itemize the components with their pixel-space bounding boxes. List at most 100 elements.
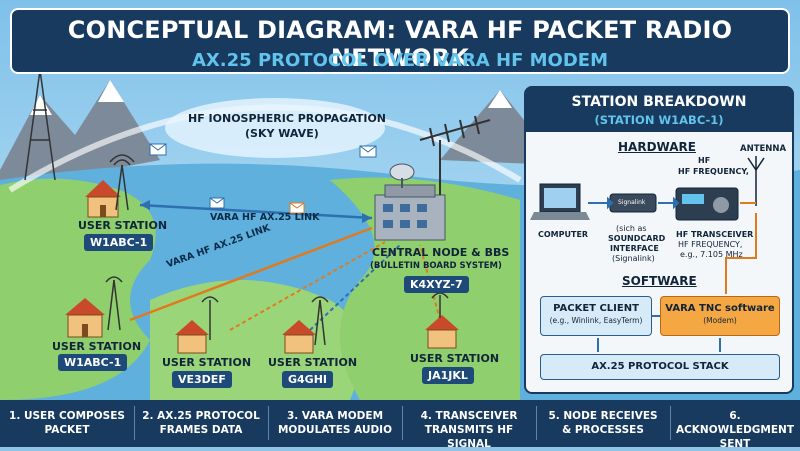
station-callsign: G4GHI <box>282 371 334 388</box>
step-divider <box>402 406 403 440</box>
panel-title: STATION BREAKDOWN <box>571 94 747 110</box>
node-subtitle: (BULLETIN BOARD SYSTEM) <box>370 261 502 271</box>
node-title: CENTRAL NODE & BBS <box>372 246 510 259</box>
station-label: USER STATION <box>52 340 142 353</box>
step-line-2: & PROCESSES <box>562 424 644 436</box>
title-banner: CONCEPTUAL DIAGRAM: VARA HF PACKET RADIO… <box>10 8 790 74</box>
envelope-icon <box>359 145 377 158</box>
link-label-1: VARA HF AX.25 LINK <box>210 212 320 223</box>
propagation-subtitle: (SKY WAVE) <box>245 127 319 140</box>
step-divider <box>670 406 671 440</box>
station-label: USER STATION <box>268 356 358 369</box>
step-line-2: PACKET <box>44 424 90 436</box>
step-item: 2. AX.25 PROTOCOL FRAMES DATA <box>136 409 266 437</box>
panel-header: STATION BREAKDOWN (STATION W1ABC-1) <box>526 88 792 132</box>
step-line-1: 4. TRANSCEIVER <box>420 410 518 422</box>
radio-mast-icon <box>201 296 219 340</box>
step-line-1: 6. ACKNOWLEDGMENT <box>675 410 795 436</box>
hf-frequency-label: HF FREQUENCY, <box>678 167 749 176</box>
house-icon <box>282 320 316 354</box>
radio-mast-icon <box>311 296 329 346</box>
radio-mast-icon <box>109 154 135 211</box>
packet-client-title: PACKET CLIENT <box>553 303 639 314</box>
hardware-drawing <box>530 156 765 352</box>
step-divider <box>134 406 135 440</box>
step-item: 4. TRANSCEIVER TRANSMITS HF SIGNAL <box>404 409 534 451</box>
process-steps-bar: 1. USER COMPOSES PACKET 2. AX.25 PROTOCO… <box>0 400 800 450</box>
antenna-icon <box>747 156 765 206</box>
ionosphere-cloud <box>165 98 385 158</box>
step-line-1: 5. NODE RECEIVES <box>548 410 658 422</box>
soundcard-line-1: (sich as <box>616 224 647 233</box>
house-icon <box>425 315 459 349</box>
house-icon <box>175 320 209 354</box>
transceiver-icon <box>675 187 739 221</box>
ax25-stack-label: AX.25 PROTOCOL STACK <box>591 361 729 372</box>
node-building-icon <box>374 184 446 241</box>
step-item: 6. ACKNOWLEDGMENT SENT <box>670 409 800 451</box>
step-line-1: 3. VARA MODEM <box>286 410 384 422</box>
node-callsign: K4XYZ-7 <box>404 276 469 293</box>
link-line-orange <box>229 241 386 331</box>
step-line-2: SENT <box>719 438 751 450</box>
laptop-icon <box>530 183 590 220</box>
envelope-icon <box>209 197 225 209</box>
link-line-blue <box>139 203 373 220</box>
transceiver-line-1: HF TRANSCEIVER <box>676 230 754 239</box>
arrow-head-icon <box>673 196 680 210</box>
radio-mast-icon <box>105 276 123 331</box>
house-icon <box>85 180 121 218</box>
station-callsign: W1ABC-1 <box>58 354 128 371</box>
step-divider <box>268 406 269 440</box>
step-item: 1. USER COMPOSES PACKET <box>2 409 132 437</box>
vara-tnc-subtitle: (Modem) <box>703 316 737 325</box>
step-divider <box>536 406 537 440</box>
antenna-label: ANTENNA <box>740 144 787 154</box>
ax25-stack-box: AX.25 PROTOCOL STACK <box>540 354 780 380</box>
radio-mast-icon <box>431 292 449 318</box>
station-label: USER STATION <box>410 352 500 365</box>
packet-client-box: PACKET CLIENT (e.g., Winlink, EasyTerm) <box>540 296 652 336</box>
propagation-title: HF IONOSPHERIC PROPAGATION <box>188 112 387 125</box>
vara-tnc-title: VARA TNC software <box>665 303 775 314</box>
arrow-head-icon <box>607 196 614 210</box>
step-line-2: MODULATES AUDIO <box>277 424 393 436</box>
step-line-1: 2. AX.25 PROTOCOL <box>142 410 260 422</box>
software-heading: SOFTWARE <box>622 274 697 288</box>
station-label: USER STATION <box>78 219 168 232</box>
transceiver-line-3: e.g., 7.105 MHz <box>680 250 743 259</box>
station-callsign: W1ABC-1 <box>84 234 154 251</box>
lattice-tower-icon <box>24 69 56 181</box>
page-title: CONCEPTUAL DIAGRAM: VARA HF PACKET RADIO… <box>67 16 733 72</box>
vara-tnc-box: VARA TNC software (Modem) <box>660 296 780 336</box>
yagi-antenna-icon <box>419 115 491 195</box>
soundcard-line-3: INTERFACE <box>610 244 659 253</box>
step-line-1: 1. USER COMPOSES <box>9 410 125 422</box>
station-callsign: JA1JKL <box>422 367 474 384</box>
land-left <box>0 178 156 400</box>
page-subtitle: AX.25 PROTOCOL OVER VARA HF MODEM <box>191 50 608 71</box>
arrow-head-icon <box>140 200 150 210</box>
step-line-2: FRAMES DATA <box>159 424 243 436</box>
station-breakdown-panel: STATION BREAKDOWN (STATION W1ABC-1) HARD… <box>524 86 794 394</box>
station-callsign: VE3DEF <box>172 371 232 388</box>
arrow-head-icon <box>362 213 372 223</box>
panel-subtitle: (STATION W1ABC-1) <box>594 113 724 127</box>
link-line-orange <box>129 226 373 322</box>
house-icon <box>65 298 105 338</box>
packet-client-subtitle: (e.g., Winlink, EasyTerm) <box>549 316 643 325</box>
envelope-icon <box>149 143 167 156</box>
step-item: 3. VARA MODEM MODULATES AUDIO <box>270 409 400 437</box>
satellite-dish-icon <box>389 163 415 188</box>
hardware-heading: HARDWARE <box>618 140 696 154</box>
transceiver-line-2: HF FREQUENCY, <box>678 240 743 249</box>
land-middle <box>150 280 362 400</box>
soundcard-line-2: SOUNDCARD <box>608 234 666 243</box>
step-item: 5. NODE RECEIVES & PROCESSES <box>538 409 668 437</box>
computer-label: COMPUTER <box>538 230 589 239</box>
hf-label: HF <box>698 156 711 165</box>
soundcard-line-4: (Signalink) <box>612 254 655 263</box>
envelope-icon <box>289 202 305 214</box>
signalink-label: Signalink <box>618 199 646 206</box>
station-label: USER STATION <box>162 356 252 369</box>
